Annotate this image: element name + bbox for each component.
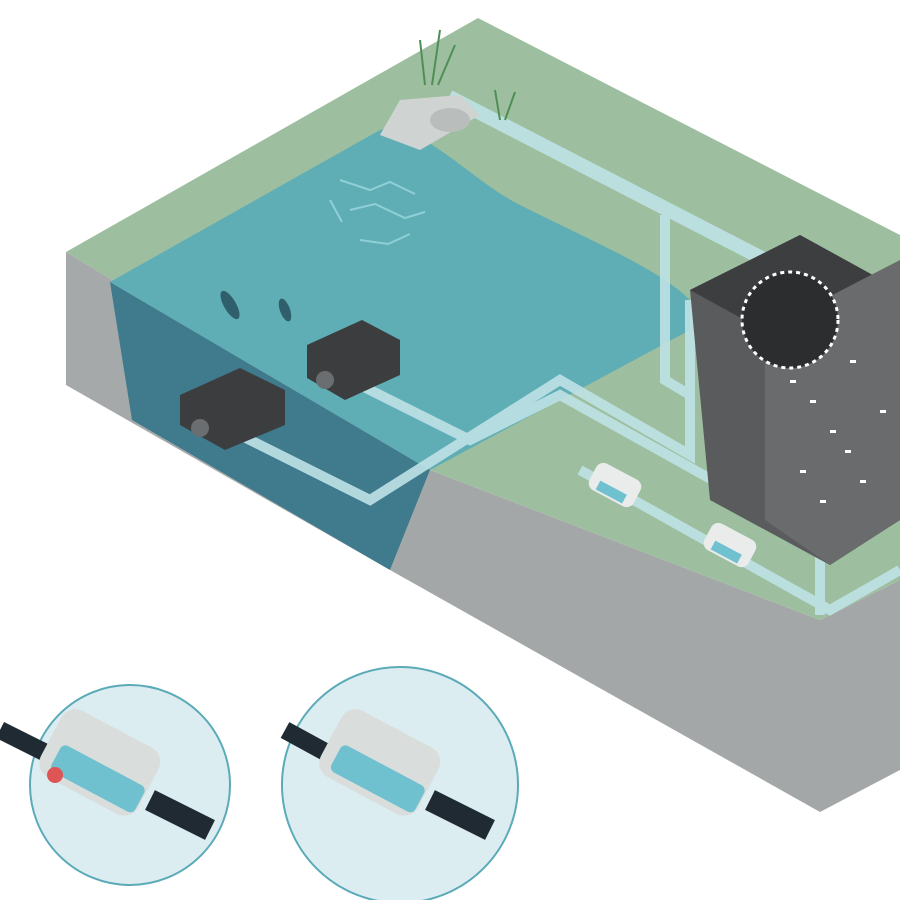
ground-front-face <box>390 470 900 812</box>
fish <box>220 290 292 322</box>
reeds <box>419 29 516 121</box>
rocks <box>430 108 470 132</box>
water-ripples <box>329 179 426 246</box>
pump-2 <box>307 320 400 400</box>
pump-1 <box>180 368 285 450</box>
pond-filter-unit <box>690 235 900 565</box>
detail-circle-right <box>280 666 519 900</box>
water-pipes <box>207 90 900 616</box>
flow-sensor-2 <box>703 522 757 568</box>
flow-sensor-1 <box>588 462 642 508</box>
detail-circle-left <box>0 684 231 886</box>
